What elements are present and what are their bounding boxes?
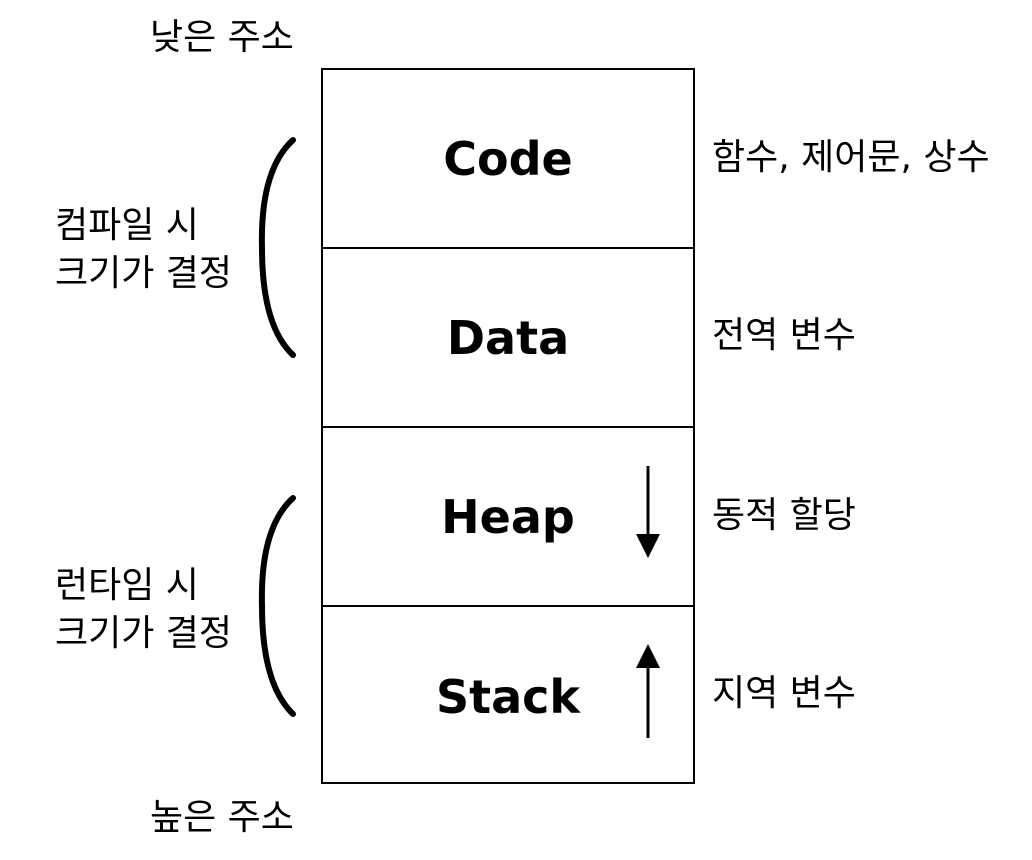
code-segment-label: Code bbox=[443, 131, 573, 186]
low-address-label: 낮은 주소 bbox=[150, 17, 294, 58]
stack-description: 지역 변수 bbox=[712, 673, 856, 714]
heap-segment: Heap bbox=[323, 428, 693, 607]
data-description: 전역 변수 bbox=[712, 315, 856, 356]
high-address-label: 높은 주소 bbox=[150, 797, 294, 838]
heap-segment-label: Heap bbox=[441, 489, 575, 544]
run-time-line2: 크기가 결정 bbox=[55, 613, 233, 654]
code-segment: Code bbox=[323, 70, 693, 249]
compile-time-line1: 컴파일 시 bbox=[55, 205, 199, 246]
compile-time-line2: 크기가 결정 bbox=[55, 253, 233, 294]
memory-layout: Code Data Heap Stack bbox=[321, 68, 695, 784]
compile-time-bracket-icon bbox=[258, 137, 296, 358]
data-segment-label: Data bbox=[446, 310, 570, 365]
stack-segment: Stack bbox=[323, 607, 693, 786]
compile-time-label: 컴파일 시 크기가 결정 bbox=[55, 202, 232, 298]
run-time-line1: 런타임 시 bbox=[55, 565, 199, 606]
heap-description: 동적 할당 bbox=[712, 495, 856, 536]
data-segment: Data bbox=[323, 249, 693, 428]
run-time-bracket-icon bbox=[258, 495, 296, 717]
code-description: 함수, 제어문, 상수 bbox=[712, 137, 990, 178]
stack-segment-label: Stack bbox=[435, 669, 581, 724]
run-time-label: 런타임 시 크기가 결정 bbox=[55, 562, 232, 658]
